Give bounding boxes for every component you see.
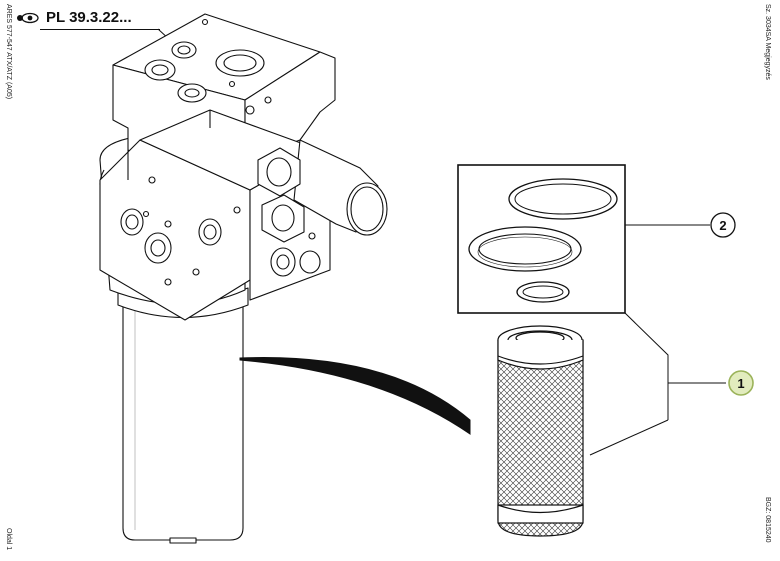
drain-plug <box>169 537 197 544</box>
callout-2: 2 <box>710 212 736 238</box>
o-ring-medium <box>468 226 582 272</box>
callout-1-number: 1 <box>737 376 744 391</box>
seal-kit-rings <box>468 178 618 303</box>
diagram-title: PL 39.3.22... <box>46 9 132 26</box>
filter-assembly <box>99 13 388 544</box>
seal-kit-box <box>457 164 626 314</box>
o-ring-small <box>516 281 570 303</box>
exploded-view-arrow <box>239 357 471 435</box>
o-ring-large <box>508 178 618 220</box>
callout-1-leader-upper <box>624 312 669 420</box>
filter-bowl <box>122 299 244 541</box>
callout-1-leader-lower <box>589 419 669 456</box>
eye-icon <box>16 12 40 27</box>
title-underline <box>40 29 160 30</box>
side-port-2 <box>299 250 321 274</box>
filter-element <box>497 325 584 537</box>
callout-2-number: 2 <box>719 218 726 233</box>
callout-1: 1 <box>728 370 754 396</box>
